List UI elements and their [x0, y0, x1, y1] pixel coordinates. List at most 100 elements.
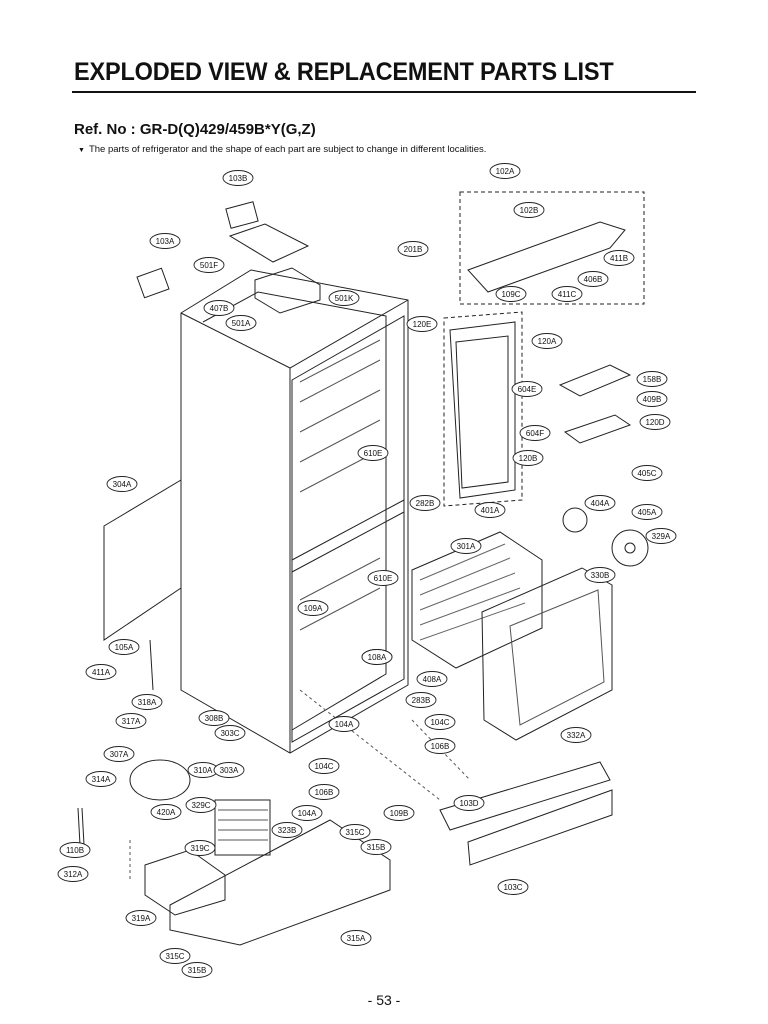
part-label: 102B: [513, 202, 545, 218]
bracket-102b: [467, 221, 626, 293]
part-label-text: 401A: [481, 506, 500, 515]
part-label: 330B: [584, 567, 616, 583]
part-label-oval: [639, 414, 671, 430]
part-label: 120D: [639, 414, 671, 430]
part-label: 411A: [85, 664, 117, 680]
part-label-text: 103D: [459, 799, 478, 808]
shelf-lines: [299, 339, 381, 631]
part-label: 404A: [584, 495, 616, 511]
part-label: 106B: [308, 784, 340, 800]
part-label: 283B: [405, 692, 437, 708]
part-label: 109C: [495, 286, 527, 302]
part-label-oval: [453, 795, 485, 811]
part-label-text: 315B: [188, 966, 207, 975]
part-label-text: 411C: [558, 290, 577, 299]
part-label: 411C: [551, 286, 583, 302]
part-label: 409B: [636, 391, 668, 407]
part-label-text: 106B: [431, 742, 450, 751]
part-label-text: 318A: [138, 698, 157, 707]
part-label-text: 158B: [643, 375, 662, 384]
part-label: 315C: [339, 824, 371, 840]
panel-120a-inner: [455, 335, 509, 489]
part-label-oval: [339, 824, 371, 840]
part-label: 406B: [577, 271, 609, 287]
part-label: 332A: [560, 727, 592, 743]
part-label-oval: [198, 710, 230, 726]
part-label-oval: [360, 839, 392, 855]
pipe-110b: [77, 807, 85, 846]
dashed-guides: [129, 689, 471, 880]
part-label-text: 102B: [520, 206, 539, 215]
part-label-oval: [115, 713, 147, 729]
part-label: 314A: [85, 771, 117, 787]
condenser: [214, 799, 271, 856]
part-label-text: 201B: [404, 245, 423, 254]
part-label-text: 105A: [115, 643, 134, 652]
control-cover: [228, 223, 310, 263]
part-label: 303A: [213, 762, 245, 778]
part-label: 501A: [225, 315, 257, 331]
part-label: 319C: [184, 840, 216, 856]
part-label-oval: [531, 333, 563, 349]
part-label-oval: [57, 866, 89, 882]
part-label-oval: [213, 762, 245, 778]
part-label-oval: [406, 316, 438, 332]
cabinet-door-frame: [291, 315, 405, 743]
part-label: 405A: [631, 504, 663, 520]
change-note-text: The parts of refrigerator and the shape …: [88, 144, 487, 155]
part-label-oval: [577, 271, 609, 287]
part-label-text: 315C: [165, 952, 184, 961]
part-label-oval: [424, 738, 456, 754]
part-label-text: 330B: [591, 571, 610, 580]
part-label-text: 405C: [637, 469, 656, 478]
part-label: 310A: [187, 762, 219, 778]
part-158b: [558, 364, 632, 397]
part-label-text: 610E: [374, 574, 393, 583]
part-label-oval: [291, 805, 323, 821]
part-label-oval: [308, 758, 340, 774]
change-note: ▼The parts of refrigerator and the shape…: [78, 144, 486, 155]
divider-lower: [291, 511, 405, 573]
part-label-oval: [125, 910, 157, 926]
part-label-text: 315A: [347, 934, 366, 943]
part-label: 501F: [193, 257, 225, 273]
part-label-text: 282B: [416, 499, 435, 508]
part-label-oval: [450, 538, 482, 554]
part-label-oval: [512, 450, 544, 466]
part-label-oval: [513, 202, 545, 218]
part-label: 604E: [511, 381, 543, 397]
part-label: 604F: [519, 425, 551, 441]
cabinet-outline: [180, 269, 409, 754]
part-label: 323B: [271, 822, 303, 838]
part-label-oval: [584, 567, 616, 583]
triangle-bullet-icon: ▼: [78, 147, 85, 154]
panel-120a-outline: [443, 311, 523, 507]
part-label-oval: [150, 804, 182, 820]
part-label-oval: [185, 797, 217, 813]
part-label: 307A: [103, 746, 135, 762]
part-label-oval: [85, 771, 117, 787]
part-label: 318A: [131, 694, 163, 710]
part-label-text: 103C: [503, 883, 522, 892]
part-label-text: 110B: [66, 846, 84, 855]
part-label-text: 409B: [643, 395, 662, 404]
part-label-text: 103B: [229, 174, 248, 183]
part-label-text: 314A: [92, 775, 111, 784]
reference-number: Ref. No : GR-D(Q)429/459B*Y(G,Z): [74, 121, 316, 138]
part-label-oval: [489, 163, 521, 179]
part-label-oval: [495, 286, 527, 302]
part-label-oval: [203, 300, 235, 316]
evaporator: [411, 531, 543, 669]
part-label-text: 283B: [412, 696, 431, 705]
part-label-oval: [106, 476, 138, 492]
part-label-oval: [631, 504, 663, 520]
part-120d: [563, 414, 632, 444]
back-cover-304a: [103, 479, 182, 641]
part-label: 108A: [361, 649, 393, 665]
part-label: 104C: [424, 714, 456, 730]
fan-cover-inner: [509, 589, 605, 726]
part-label-text: 120B: [519, 454, 538, 463]
panel-120a: [449, 321, 516, 499]
part-label-text: 303A: [220, 766, 239, 775]
part-label-oval: [222, 170, 254, 186]
